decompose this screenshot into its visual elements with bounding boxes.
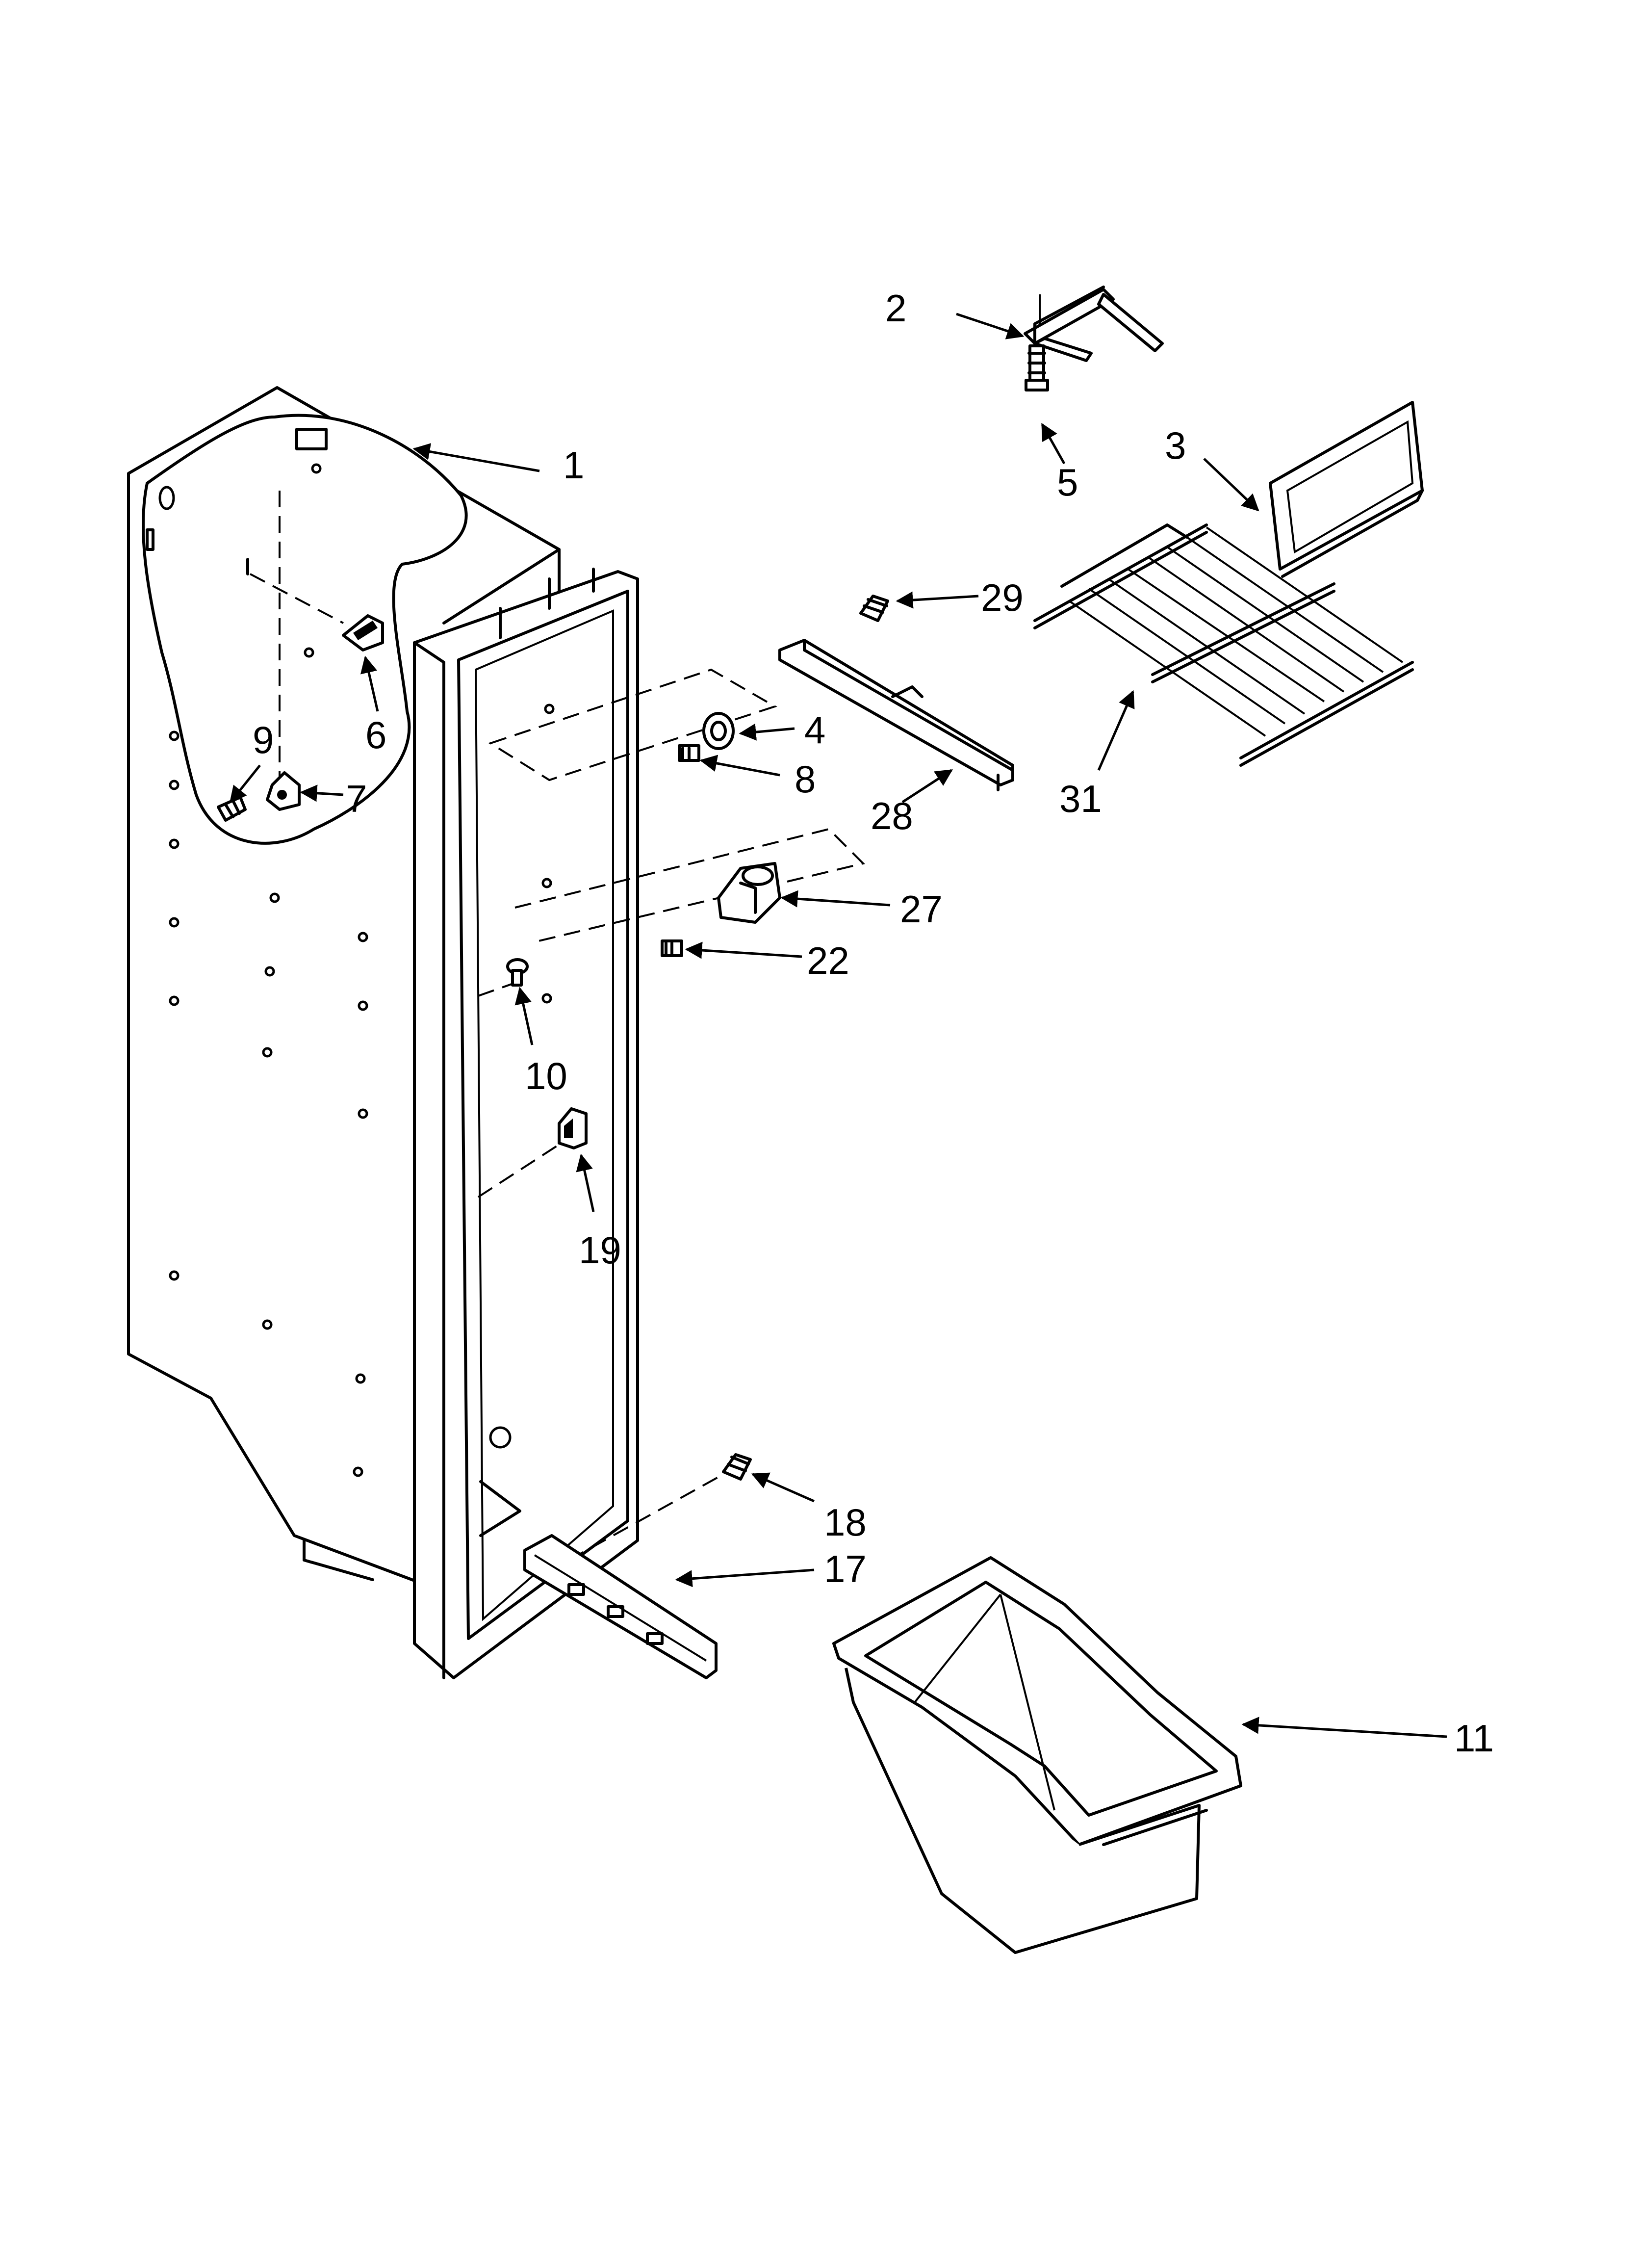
screw-8 [678, 744, 700, 762]
shelf-bracket [1024, 286, 1164, 362]
screw-18 [722, 1453, 752, 1481]
callout-29: 29 [981, 576, 1024, 619]
callout-28: 28 [871, 794, 913, 837]
callout-5: 5 [1057, 461, 1078, 504]
callout-11: 11 [1454, 1717, 1494, 1760]
spacer-4 [702, 712, 735, 750]
screw-5 [1025, 344, 1049, 391]
wall-holes [169, 647, 555, 1477]
callout-4: 4 [804, 708, 825, 752]
callout-6: 6 [365, 713, 386, 756]
glass-shelf-3 [1269, 401, 1424, 578]
switch-19 [558, 1107, 588, 1149]
cabinet-liner [127, 386, 639, 1679]
callout-2: 2 [885, 287, 906, 330]
callout-8: 8 [795, 757, 816, 801]
callout-27: 27 [900, 887, 943, 931]
storage-bin-11 [832, 1556, 1242, 1954]
screw-22 [661, 939, 683, 957]
clip-6 [342, 614, 384, 652]
callout-17: 17 [824, 1547, 867, 1590]
leader-lines [229, 313, 1447, 1738]
screw-29 [859, 595, 889, 622]
callout-22: 22 [807, 939, 849, 982]
pin-10 [506, 958, 529, 987]
callout-19: 19 [579, 1228, 621, 1272]
shelf-rail-28 [778, 639, 1014, 791]
callout-3: 3 [1165, 424, 1186, 467]
clip-7 [266, 771, 301, 811]
light-housing-17 [523, 1534, 718, 1679]
callouts: 1 2 3 4 5 6 7 8 9 10 11 17 18 19 22 27 2… [253, 287, 1494, 1760]
callout-18: 18 [824, 1501, 867, 1544]
wire-shelf-31 [1033, 523, 1414, 767]
callout-31: 31 [1059, 777, 1102, 820]
callout-7: 7 [346, 777, 367, 820]
callout-9: 9 [253, 718, 274, 761]
callout-1: 1 [563, 443, 584, 487]
support-27 [717, 862, 781, 924]
callout-10: 10 [525, 1054, 567, 1097]
